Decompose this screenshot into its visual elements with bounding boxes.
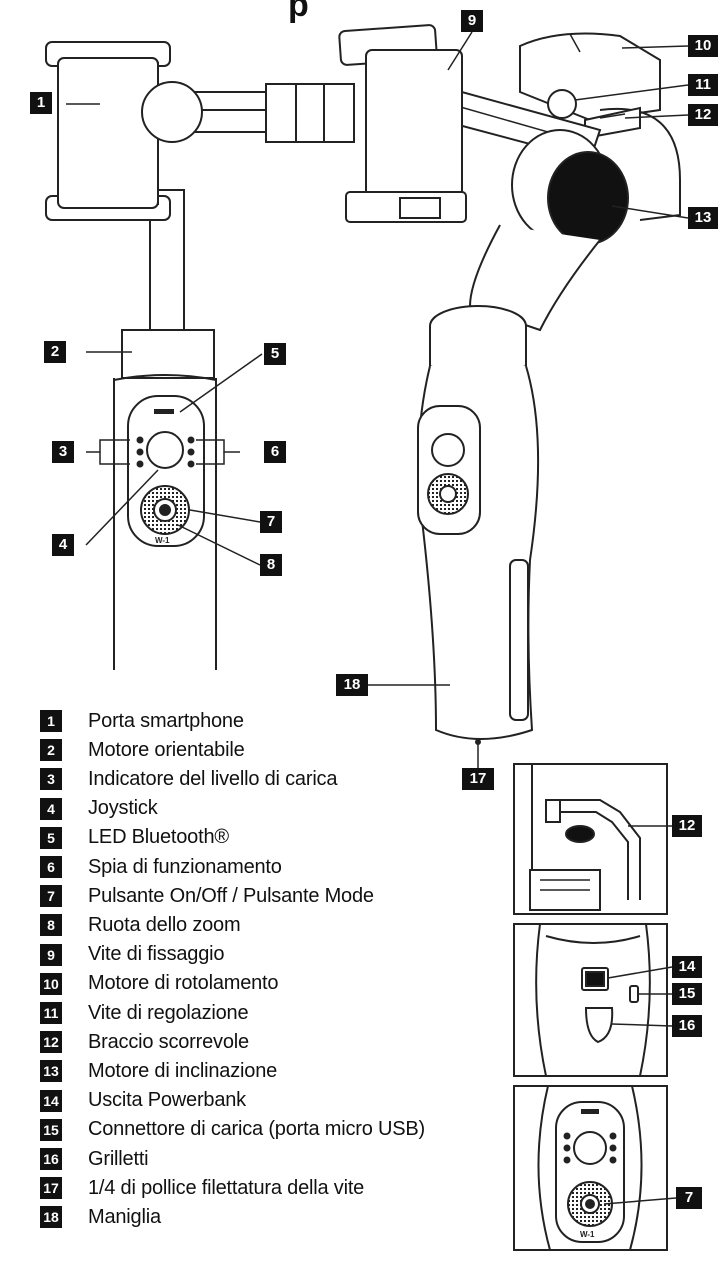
inset-callout-15: 15 (672, 983, 702, 1005)
legend-label: Spia di funzionamento (88, 855, 282, 878)
legend-label: Joystick (88, 797, 158, 820)
legend-number: 1 (40, 710, 62, 732)
callout-6: 6 (264, 441, 286, 463)
legend-number: 18 (40, 1206, 62, 1229)
legend-label: LED Bluetooth® (88, 826, 229, 849)
slide-arm (599, 107, 681, 221)
callout-9: 9 (461, 10, 483, 32)
side-phone-holder (365, 49, 463, 211)
callout-17: 17 (462, 768, 494, 790)
legend-item: 3 Indicatore del livello di carica (40, 765, 337, 793)
legend-number: 5 (40, 826, 62, 849)
pan-motor (121, 329, 215, 379)
inset-frames (513, 763, 668, 1251)
legend-item: 12 Braccio scorrevole (40, 1028, 249, 1056)
legend-item: 16 Grilletti (40, 1145, 149, 1173)
legend-item: 6 Spia di funzionamento (40, 853, 282, 881)
legend-number: 4 (40, 797, 62, 820)
legend-number: 11 (40, 1002, 62, 1024)
legend-number: 2 (40, 739, 62, 762)
inset-callout-12: 12 (672, 815, 702, 837)
device-marking-front: W-1 (155, 536, 170, 545)
inset-control-panel (513, 1085, 668, 1251)
inset-callout-7: 7 (676, 1187, 702, 1209)
inset-control-drawing (537, 1085, 677, 1251)
legend-item: 10 Motore di rotolamento (40, 970, 279, 998)
adjust-screw (547, 89, 577, 119)
callout-3: 3 (52, 441, 74, 463)
callout-4: 4 (52, 534, 74, 556)
joystick-shape (146, 431, 184, 469)
legend-label: Porta smartphone (88, 709, 244, 732)
callout-1: 1 (30, 92, 52, 114)
legend-item: 15 Connettore di carica (porta micro USB) (40, 1116, 425, 1144)
callout-13: 13 (688, 207, 718, 229)
callout-2: 2 (44, 341, 66, 363)
legend-number: 12 (40, 1031, 62, 1054)
legend-item: 1 Porta smartphone (40, 707, 244, 735)
legend-label: Vite di fissaggio (88, 943, 225, 966)
legend-label: Motore orientabile (88, 738, 245, 761)
callout-10: 10 (688, 35, 718, 57)
header-fragment: p (288, 0, 309, 24)
callout-5: 5 (264, 343, 286, 365)
legend-item: 17 1/4 di pollice filettatura della vite (40, 1174, 364, 1202)
legend-number: 8 (40, 914, 62, 937)
legend-item: 7 Pulsante On/Off / Pulsante Mode (40, 882, 374, 910)
legend-label: 1/4 di pollice filettatura della vite (88, 1176, 365, 1199)
legend-label: Braccio scorrevole (88, 1030, 249, 1053)
legend-item: 2 Motore orientabile (40, 736, 245, 764)
device-marking-inset: W-1 (580, 1230, 595, 1239)
inset-callout-14: 14 (672, 956, 702, 978)
legend-number: 14 (40, 1089, 62, 1112)
legend-item: 14 Uscita Powerbank (40, 1087, 246, 1115)
legend-number: 16 (40, 1148, 62, 1170)
legend-item: 8 Ruota dello zoom (40, 911, 241, 939)
legend-item: 9 Vite di fissaggio (40, 941, 225, 969)
legend-label: Vite di regolazione (88, 1001, 249, 1024)
phone-holder (57, 57, 159, 209)
callout-8: 8 (260, 554, 282, 576)
legend-label: Pulsante On/Off / Pulsante Mode (88, 884, 374, 907)
legend-item: 18 Maniglia (40, 1203, 161, 1231)
legend-item: 11 Vite di regolazione (40, 999, 249, 1027)
legend-item: 4 Joystick (40, 795, 158, 823)
roll-motor (519, 32, 661, 122)
tilt-motor (547, 151, 629, 245)
legend-label: Indicatore del livello di carica (88, 767, 338, 790)
front-view-gimbal (45, 41, 355, 670)
callout-7: 7 (260, 511, 282, 533)
legend-label: Ruota dello zoom (88, 913, 241, 936)
legend-number: 17 (40, 1177, 62, 1200)
legend-number: 10 (40, 972, 62, 995)
inset-slide-arm (513, 763, 668, 915)
inset-charging (513, 923, 668, 1077)
legend-label: Motore di rotolamento (88, 972, 279, 995)
side-handle-grip (509, 559, 529, 721)
legend-number: 9 (40, 943, 62, 966)
legend-label: Maniglia (88, 1205, 161, 1228)
legend-item: 5 LED Bluetooth® (40, 824, 229, 852)
front-motor-block (265, 83, 355, 143)
legend-item: 13 Motore di inclinazione (40, 1057, 277, 1085)
callout-11: 11 (688, 74, 718, 96)
legend-number: 7 (40, 885, 62, 908)
legend-label: Uscita Powerbank (88, 1089, 246, 1112)
side-view-gimbal (338, 24, 689, 768)
legend-label: Motore di inclinazione (88, 1059, 278, 1082)
legend-number: 6 (40, 856, 62, 878)
legend-number: 13 (40, 1060, 62, 1083)
inset-charging-drawing (535, 923, 673, 1077)
front-motor-disc (141, 81, 203, 143)
callout-18: 18 (336, 674, 368, 696)
legend-number: 3 (40, 768, 62, 791)
legend-label: Connettore di carica (porta micro USB) (88, 1118, 425, 1141)
legend-number: 15 (40, 1118, 62, 1141)
inset-callout-16: 16 (672, 1015, 702, 1037)
callout-12: 12 (688, 104, 718, 126)
legend-label: Grilletti (88, 1147, 149, 1170)
inset-slide-arm-drawing (529, 764, 672, 911)
